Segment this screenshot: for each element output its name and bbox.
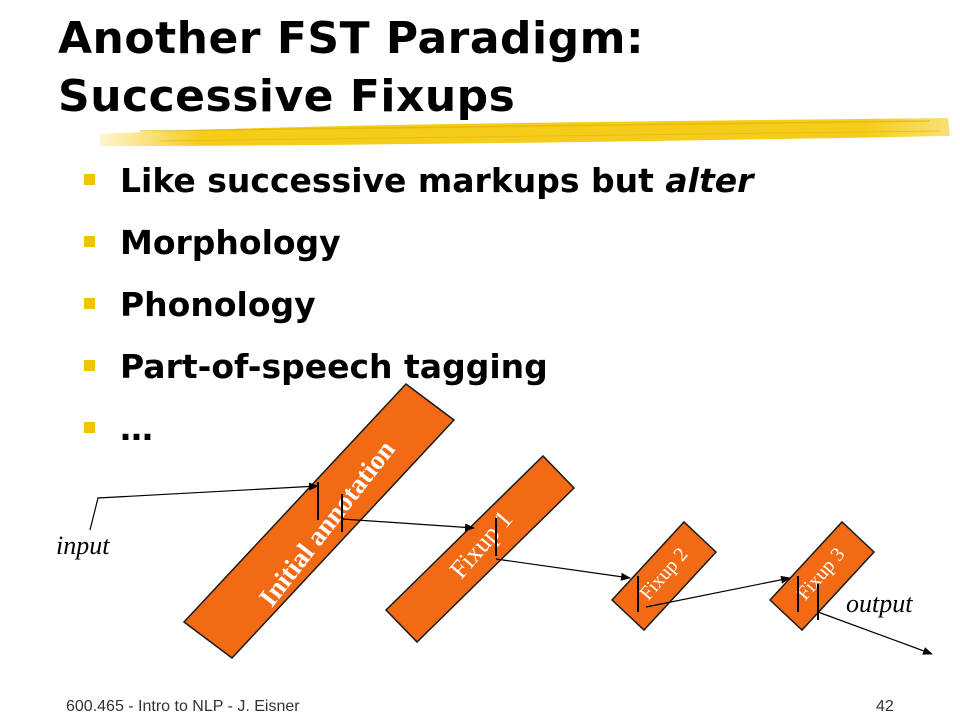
input-arrow [89,482,319,531]
output-label: output [846,589,913,618]
title-line-2: Successive Fixups [58,71,516,122]
bullet-text: … [120,409,153,448]
bullet-text: Phonology [120,285,316,324]
bullet-item: Phonology [84,274,753,336]
bullet-square-icon [84,236,95,247]
input-label: input [56,531,110,560]
bullet-text: Morphology [120,223,341,262]
stage-box-fixup-3: Fixup 3 [768,520,876,632]
title-line-1: Another FST Paradigm: [58,13,645,64]
bullet-text: Part-of-speech tagging [120,347,548,386]
bullet-item: Part-of-speech tagging [84,336,753,398]
stage-box-fixup-1: Fixup 1 [384,454,576,644]
stage-box-fixup-2: Fixup 2 [610,520,718,632]
page-number: 42 [876,698,894,715]
footer-course-label: 600.465 - Intro to NLP - J. Eisner [66,698,300,715]
output-arrow [817,611,933,655]
arrow-fixup1-to-fixup2 [495,558,631,581]
bullet-square-icon [84,298,95,309]
stage-label: Initial annotation [253,435,401,613]
title-underline [100,118,950,146]
bullet-item: Morphology [84,212,753,274]
bullet-emphasis: alter [665,161,754,200]
bullet-item: … [84,398,753,460]
arrow-initial-to-fixup1 [341,518,475,532]
bullet-text: Like successive markups but [120,161,666,200]
arrow-fixup2-to-fixup3 [645,575,791,608]
bullet-item: Like successive markups but alter [84,150,753,212]
bullet-square-icon [84,174,95,185]
bullet-list: Like successive markups but alter Morpho… [84,150,753,460]
bullet-square-icon [84,422,95,433]
bullet-square-icon [84,360,95,371]
slide-title: Another FST Paradigm: Successive Fixups [58,10,644,126]
